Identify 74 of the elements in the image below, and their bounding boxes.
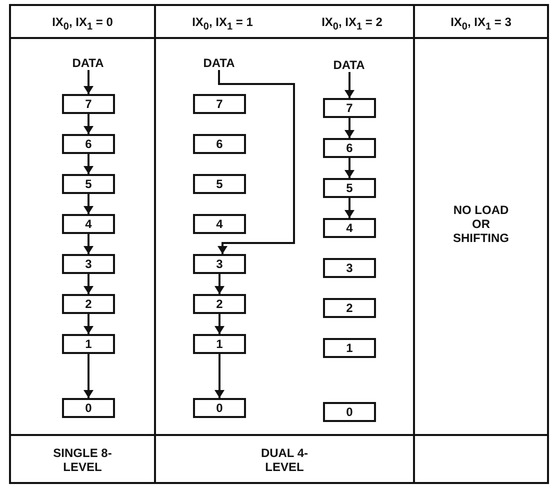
- register-number: 4: [346, 221, 353, 235]
- register-box: [193, 398, 246, 418]
- register-number: 5: [85, 177, 92, 191]
- register-box: [323, 218, 376, 238]
- register-number: 3: [346, 261, 353, 275]
- register-number: 0: [216, 401, 223, 415]
- register-box: [193, 334, 246, 354]
- register-box: [323, 178, 376, 198]
- arrow: [84, 314, 94, 334]
- register-box: [323, 402, 376, 422]
- arrow: [84, 354, 94, 398]
- register-number: 7: [346, 101, 353, 115]
- register-box: [193, 94, 246, 114]
- register-number: 5: [216, 177, 223, 191]
- arrow: [84, 114, 94, 134]
- arrow: [344, 118, 354, 138]
- register-number: 7: [216, 97, 223, 111]
- arrow: [84, 70, 94, 94]
- register-box: [193, 254, 246, 274]
- mode-note: NO LOAD OR SHIFTING: [452, 203, 510, 245]
- arrow: [344, 198, 354, 218]
- arrow: [84, 194, 94, 214]
- register-number: 6: [85, 137, 92, 151]
- arrow: [214, 314, 224, 334]
- column-header: IX$_{0}$, IX$_{1}$ = 1: [191, 15, 254, 34]
- register-number: 0: [346, 405, 353, 419]
- register-number: 2: [216, 297, 223, 311]
- column-header: IX$_{0}$, IX$_{1}$ = 2: [320, 15, 384, 34]
- register-number: 1: [85, 337, 92, 351]
- data-input-label: DATA: [333, 58, 365, 72]
- register-box: [323, 338, 376, 358]
- data-input-label: DATA: [203, 56, 235, 70]
- mode-label: DUAL 4-LEVEL: [260, 446, 310, 474]
- register-box: [323, 298, 376, 318]
- arrow: [218, 70, 295, 254]
- register-box: [62, 294, 115, 314]
- register-box: [62, 214, 115, 234]
- column-header: IX$_{0}$, IX$_{1}$ = 0: [51, 15, 114, 34]
- arrow: [344, 158, 354, 178]
- register-box: [193, 294, 246, 314]
- register-box: [323, 98, 376, 118]
- register-number: 0: [85, 401, 92, 415]
- register-box: [62, 94, 115, 114]
- arrow: [214, 354, 224, 398]
- column-header: IX$_{0}$, IX$_{1}$ = 3: [450, 15, 512, 34]
- arrow: [214, 274, 224, 294]
- register-box: [62, 174, 115, 194]
- register-box: [62, 398, 115, 418]
- register-box: [323, 138, 376, 158]
- register-number: 4: [216, 217, 223, 231]
- register-number: 7: [85, 97, 92, 111]
- register-number: 4: [85, 217, 92, 231]
- register-number: 6: [346, 141, 353, 155]
- register-number: 2: [346, 301, 353, 315]
- register-box: [62, 334, 115, 354]
- register-box: [193, 134, 246, 154]
- arrow: [344, 72, 354, 98]
- register-number: 3: [216, 257, 223, 271]
- register-box: [323, 258, 376, 278]
- register-number: 3: [85, 257, 92, 271]
- register-number: 5: [346, 181, 353, 195]
- register-number: 6: [216, 137, 223, 151]
- register-box: [62, 254, 115, 274]
- register-number: 2: [85, 297, 92, 311]
- register-box: [193, 174, 246, 194]
- register-box: [62, 134, 115, 154]
- arrow: [84, 154, 94, 174]
- register-number: 1: [346, 341, 353, 355]
- register-number: 1: [216, 337, 223, 351]
- arrow: [84, 274, 94, 294]
- mode-label: SINGLE 8-LEVEL: [52, 446, 113, 474]
- data-input-label: DATA: [72, 56, 104, 70]
- arrow: [84, 234, 94, 254]
- register-box: [193, 214, 246, 234]
